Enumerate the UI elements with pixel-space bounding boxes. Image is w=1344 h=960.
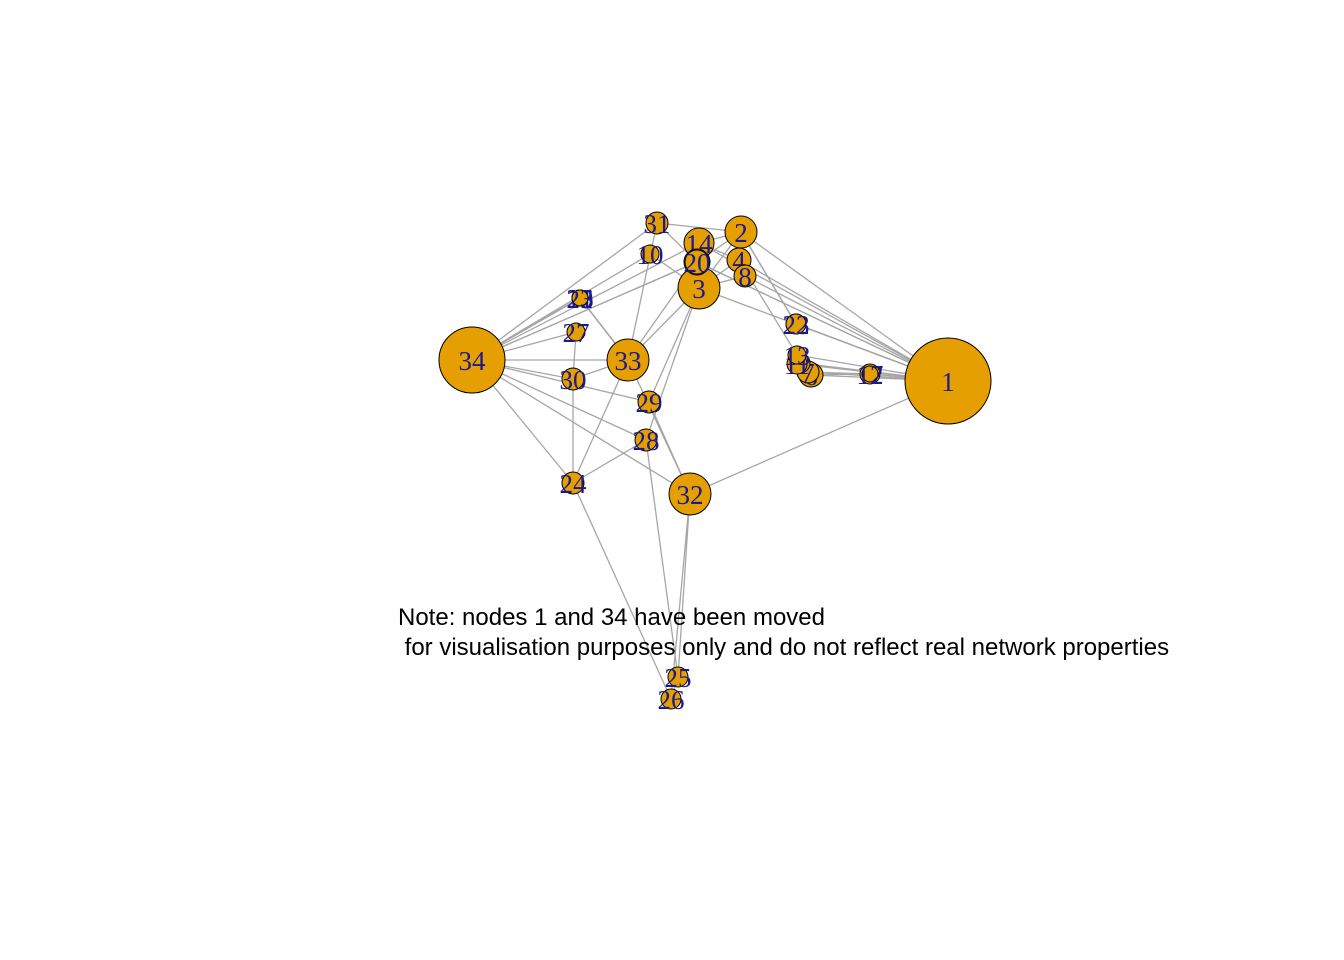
node-25: 25 — [665, 663, 692, 693]
node-13: 13 — [784, 341, 811, 371]
node-label-12: 12 — [857, 360, 884, 390]
edge-20-34 — [471, 261, 698, 361]
node-label-26: 26 — [658, 685, 685, 715]
node-22: 22 — [783, 310, 810, 340]
node-circle-30 — [561, 367, 585, 391]
node-label-33: 33 — [615, 346, 642, 376]
node-30: 30 — [560, 365, 587, 395]
edge-1-32 — [689, 380, 949, 495]
node-23: 23 — [567, 284, 594, 314]
edge-26-32 — [670, 493, 691, 700]
node-circle-31 — [645, 211, 669, 235]
node-27: 27 — [563, 318, 590, 348]
node-34: 34 — [438, 326, 506, 394]
edge-32-34 — [471, 359, 691, 495]
edge-25-32 — [677, 493, 691, 678]
node-circle-28 — [634, 428, 658, 452]
node-circle-34 — [438, 326, 506, 394]
node-circle-33 — [606, 338, 650, 382]
node-circle-29 — [637, 390, 661, 414]
node-circle-20 — [684, 249, 710, 275]
node-12: 12 — [857, 360, 884, 390]
edge-24-33 — [572, 359, 629, 484]
node-circle-23 — [571, 289, 589, 307]
note-line-2: for visualisation purposes only and do n… — [398, 634, 1170, 661]
node-label-28: 28 — [633, 426, 660, 456]
edge-2-22 — [740, 231, 797, 325]
node-2: 2 — [724, 215, 758, 249]
node-label-2: 2 — [734, 218, 748, 248]
node-24: 24 — [560, 469, 588, 499]
node-label-27: 27 — [563, 318, 590, 348]
node-28: 28 — [633, 426, 660, 456]
node-8: 8 — [733, 262, 757, 292]
edge-32-33 — [627, 359, 691, 495]
node-1: 1 — [904, 337, 992, 425]
node-circle-27 — [566, 322, 586, 342]
graph-nodes: 1343323321494620782428293031511171822252… — [438, 209, 992, 715]
node-label-10: 10 — [637, 240, 664, 270]
node-3: 3 — [677, 266, 721, 310]
node-label-22: 22 — [783, 310, 810, 340]
node-33: 33 — [606, 338, 650, 382]
node-label-23: 23 — [567, 284, 594, 314]
node-label-3: 3 — [692, 274, 706, 304]
node-circle-12 — [861, 365, 879, 383]
node-32: 32 — [668, 472, 712, 516]
node-label-1: 1 — [941, 367, 955, 397]
node-circle-26 — [660, 688, 682, 710]
node-label-30: 30 — [560, 365, 587, 395]
edge-25-28 — [645, 439, 679, 678]
node-10: 10 — [637, 240, 664, 270]
node-circle-1 — [904, 337, 992, 425]
edge-31-34 — [471, 222, 658, 361]
node-31: 31 — [644, 209, 671, 239]
node-label-8: 8 — [738, 262, 752, 292]
node-circle-24 — [561, 471, 585, 495]
node-label-29: 29 — [636, 388, 663, 418]
node-label-31: 31 — [644, 209, 671, 239]
node-circle-13 — [787, 345, 807, 365]
note-line-1: Note: nodes 1 and 34 have been moved — [398, 604, 825, 631]
node-26: 26 — [658, 685, 685, 715]
node-circle-22 — [785, 313, 807, 335]
edge-24-28 — [572, 439, 647, 484]
node-20: 20 — [684, 248, 711, 278]
node-label-25: 25 — [665, 663, 692, 693]
edge-24-26 — [572, 482, 672, 700]
node-29: 29 — [636, 388, 663, 418]
node-circle-8 — [733, 264, 757, 288]
node-label-20: 20 — [684, 248, 711, 278]
node-label-34: 34 — [459, 346, 487, 376]
node-label-32: 32 — [677, 480, 704, 510]
node-label-13: 13 — [784, 341, 811, 371]
node-circle-32 — [668, 472, 712, 516]
node-label-24: 24 — [560, 469, 588, 499]
node-circle-10 — [640, 244, 660, 264]
node-circle-25 — [667, 666, 689, 688]
